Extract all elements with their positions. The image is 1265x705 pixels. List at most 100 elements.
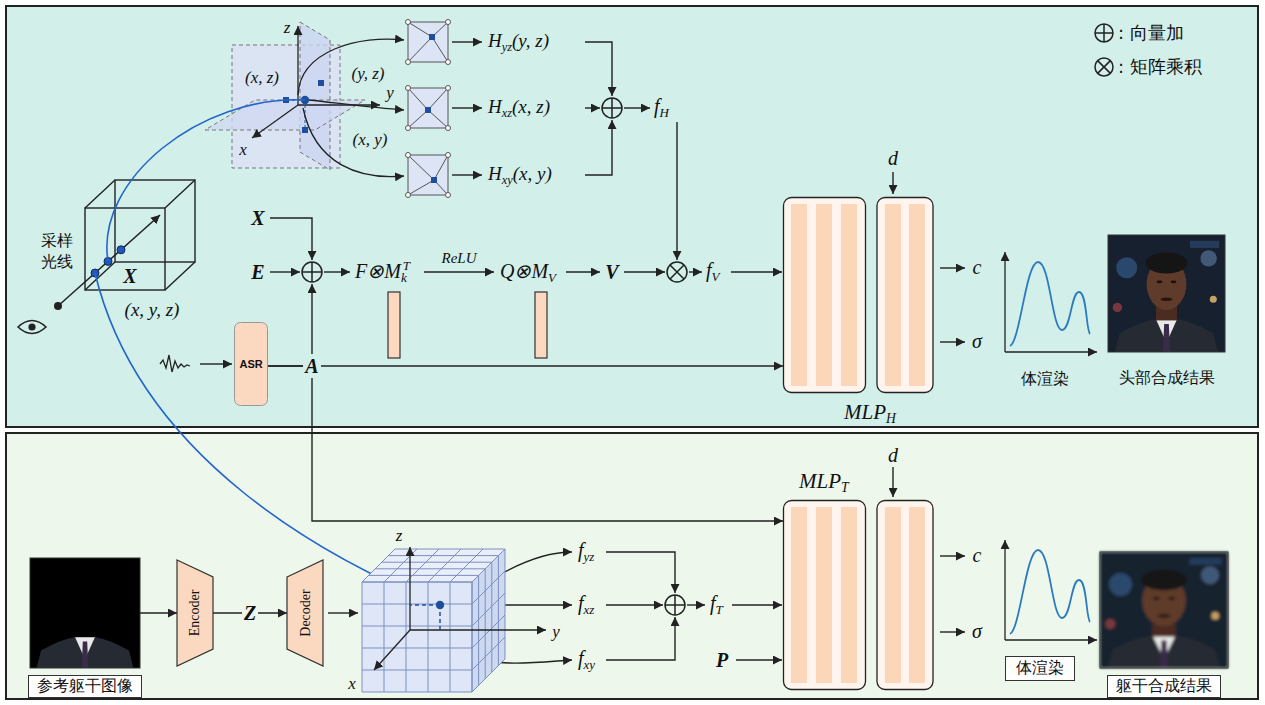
- text-run: ReLU: [442, 250, 477, 266]
- text-run: Encoder: [187, 590, 202, 637]
- flow-arrow: [892, 467, 893, 497]
- bokeh-light: [1105, 619, 1115, 629]
- plane-icon: [406, 86, 411, 91]
- sampling-link: [95, 100, 440, 605]
- flow-arrow: [940, 555, 965, 556]
- sample-ray: [54, 302, 62, 310]
- output-label: c: [973, 256, 982, 279]
- plane-icon: [446, 60, 451, 65]
- text-run: σ: [972, 620, 982, 642]
- bokeh-light: [1201, 566, 1219, 584]
- mouth: [1161, 298, 1173, 302]
- text-run: V: [605, 261, 618, 283]
- flow-arrow: [676, 122, 677, 260]
- text-run: f: [578, 647, 584, 669]
- connector: [268, 365, 783, 366]
- edge-label: A: [303, 355, 320, 378]
- render-plot: [1004, 540, 1005, 640]
- photo-background: [1100, 552, 1228, 668]
- text-run: c: [973, 256, 982, 278]
- flow-arrow: [311, 284, 312, 354]
- text-run: yz: [584, 549, 595, 564]
- operator-symbol: [1098, 61, 1111, 74]
- bokeh-light: [1190, 241, 1219, 248]
- photo-background: [30, 558, 140, 668]
- axis-label: y: [552, 622, 560, 642]
- portrait-illustration: [1100, 552, 1228, 668]
- output-label: σ: [972, 620, 982, 643]
- sample-cube: [85, 180, 195, 290]
- panel: [6, 6, 1258, 427]
- render-plot: [1005, 351, 1097, 352]
- flow-arrow: [585, 42, 612, 96]
- plot-caption: 体渲染: [1021, 369, 1069, 390]
- mlp-stripe: [909, 204, 925, 386]
- coordinate-label: (y, z): [351, 64, 384, 84]
- feature-label: Hyz(y, z): [488, 30, 549, 55]
- caption: 躯干合成结果: [1107, 675, 1221, 698]
- formula-label: F⊗MkT: [355, 258, 410, 286]
- flow-arrow: [200, 363, 232, 364]
- text-run: MLP: [799, 469, 841, 493]
- operator-symbol: [302, 262, 322, 282]
- suit: [1108, 636, 1221, 668]
- node-label: 体渲染: [1016, 658, 1064, 679]
- plane-icon: [446, 126, 451, 131]
- flow-arrow: [606, 617, 675, 660]
- sampling-link: [107, 100, 305, 261]
- coordinate-label: (x, z): [245, 68, 279, 88]
- grid-face: [362, 582, 472, 692]
- text-run: f: [578, 592, 584, 614]
- bokeh-light: [1210, 296, 1217, 303]
- feature-label: fxz: [578, 592, 594, 618]
- suit: [37, 637, 134, 668]
- flow-arrow: [731, 271, 782, 272]
- caption: MLPT: [799, 469, 849, 496]
- portrait-illustration: [30, 558, 140, 668]
- projection-arrow: [298, 39, 404, 177]
- text-run: 头部合成结果: [1119, 368, 1215, 387]
- bokeh-light: [1109, 573, 1132, 596]
- encoder-block: Encoder: [177, 560, 213, 666]
- mlp-layer: [877, 198, 933, 393]
- node-shape: [1100, 552, 1228, 668]
- text-run: H: [886, 411, 896, 426]
- flow-arrow: [624, 107, 650, 108]
- triplane: [318, 80, 324, 86]
- mlp-stripe: [816, 507, 832, 683]
- eye-icon: [18, 321, 46, 334]
- text-run: 采样 光线: [41, 231, 73, 271]
- text-run: f: [654, 95, 660, 117]
- triplane: [298, 104, 380, 105]
- flow-arrow: [940, 631, 965, 632]
- flow-arrow: [585, 120, 612, 175]
- mlp-stripe: [841, 507, 857, 683]
- plane-icon: [406, 20, 411, 25]
- text-run: z: [284, 18, 291, 37]
- node-label: Encoder: [187, 590, 203, 637]
- grid-line: [362, 549, 505, 692]
- text-run: 参考躯干图像: [37, 676, 133, 695]
- text-run: E: [251, 261, 264, 283]
- photo-background: [1108, 235, 1225, 352]
- feature-label: fxy: [578, 647, 595, 673]
- text-run: (x, y, z): [125, 299, 180, 320]
- text-run: H: [488, 30, 502, 51]
- flow-arrow: [606, 604, 663, 605]
- flow-arrow: [452, 174, 482, 175]
- text-run: c: [973, 544, 982, 566]
- text-run: (y, z): [351, 64, 384, 83]
- text-run: X: [123, 265, 136, 287]
- flow-arrow: [892, 172, 893, 194]
- grid-axis: [409, 547, 410, 630]
- text-run: (x, y): [513, 163, 552, 184]
- text-run: xz: [502, 105, 512, 119]
- caption: 参考躯干图像: [28, 675, 142, 698]
- projection-arrow: [303, 108, 404, 177]
- flow-arrow: [270, 271, 300, 272]
- render-plot: [1010, 550, 1090, 634]
- eye: [1157, 280, 1163, 283]
- plane-icon: [408, 88, 448, 128]
- plane-icon: [408, 155, 448, 195]
